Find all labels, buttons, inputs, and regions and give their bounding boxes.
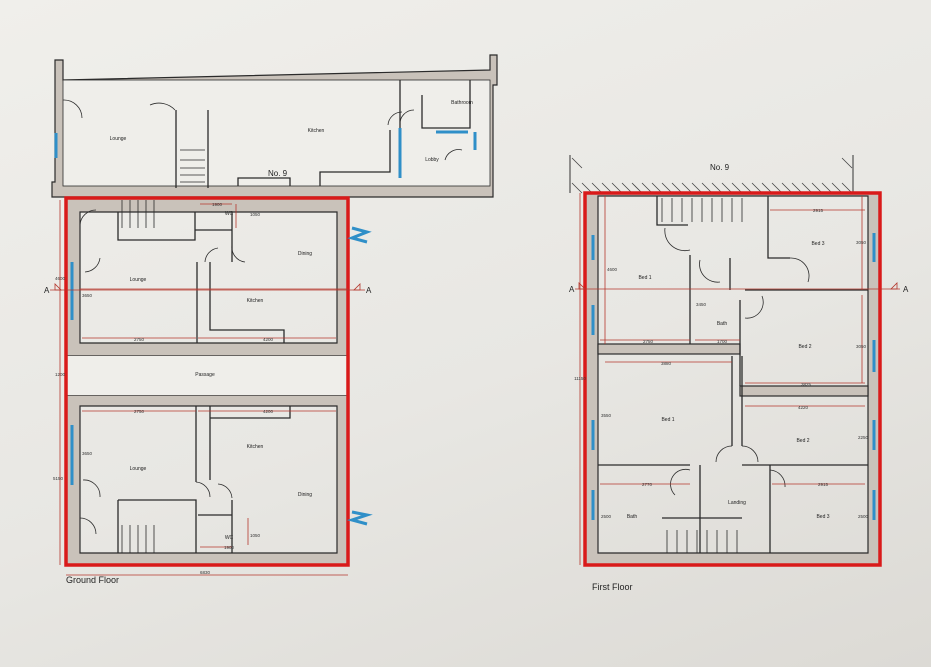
ff-bed1-bottom-height: 3550 (601, 413, 612, 418)
neighbour-ground-plan: Lounge Kitchen Bathroom Lobby No. 9 (51, 54, 498, 198)
ff-bed3-bottom-label: Bed 3 (816, 514, 829, 520)
ff-bath-bottom-height: 2500 (601, 514, 612, 519)
section-marker-left: A (44, 286, 50, 295)
gf-upper-kitchen-label: Kitchen (247, 298, 264, 304)
section-marker-right: A (366, 286, 372, 295)
ff-bed1-top-label: Bed 1 (638, 275, 651, 281)
first-floor-title: First Floor (592, 582, 633, 592)
first-floor-plan: No. 9 4600 2750 1700 3450 2915 (569, 155, 909, 592)
gf-lower-wc-label: WC (225, 535, 234, 541)
ff-neighbour-label: No. 9 (710, 163, 730, 172)
ff-bed1-top-width: 2750 (643, 339, 654, 344)
ff-overall-height: 11150 (574, 376, 586, 381)
ff-bed1-bottom-width: 3880 (661, 361, 672, 366)
ff-bed2-top-label: Bed 2 (798, 344, 811, 350)
passage-label: Passage (195, 372, 215, 378)
ground-floor-boundary (64, 196, 350, 567)
ff-bed3-top-label: Bed 3 (811, 241, 824, 247)
ff-bed2-top-width: 3825 (801, 382, 812, 387)
ff-bed2-top-height: 3050 (856, 344, 867, 349)
ff-section-marker-right: A (903, 285, 909, 294)
ff-bed3-top-height: 3050 (856, 240, 867, 245)
ff-bed2-bottom-height: 2250 (858, 435, 869, 440)
gf-upper-lounge-label: Lounge (130, 277, 147, 283)
gf-upper-wc-height: 1050 (250, 212, 261, 217)
neighbour-kitchen-label: Kitchen (308, 128, 325, 134)
ff-bed1-top-height: 4600 (607, 267, 618, 272)
gf-lower-kitchen-width: 4200 (263, 409, 274, 414)
neighbour-bathroom-label: Bathroom (451, 100, 473, 106)
ff-section-marker-left: A (569, 285, 575, 294)
ff-bath-top-height: 3450 (696, 302, 707, 307)
ff-bath-top-label: Bath (717, 321, 728, 327)
gf-lower-kitchen-label: Kitchen (247, 444, 264, 450)
ff-landing-label: Landing (728, 500, 746, 506)
ground-floor-title: Ground Floor (66, 575, 119, 585)
gf-upper-wc-width: 1900 (212, 202, 223, 207)
gf-lower-lounge-height: 3650 (82, 451, 93, 456)
ff-bed2-bottom-width: 4220 (798, 405, 809, 410)
party-wall-hatch (571, 157, 853, 194)
gf-overall-width: 6830 (200, 570, 211, 575)
gf-upper-kitchen-width: 4200 (263, 337, 274, 342)
ff-bath-bottom-label: Bath (627, 514, 638, 520)
gf-lower-wc-height: 1050 (250, 533, 261, 538)
gf-lower-wc-width: 1900 (224, 545, 235, 550)
ff-bed3-bottom-width: 2915 (818, 482, 829, 487)
ff-bed3-bottom-height: 2500 (858, 514, 869, 519)
ff-bed3-top-width: 2915 (813, 208, 824, 213)
gf-upper-lounge-height: 3650 (82, 293, 93, 298)
gf-upper-dining-label: Dining (298, 251, 312, 257)
gf-lower-lounge-label: Lounge (130, 466, 147, 472)
gf-lower-dining-label: Dining (298, 492, 312, 498)
neighbour-lounge-label: Lounge (110, 136, 127, 142)
ground-floor-plan: 2750 4200 1900 1050 3650 4600 Lounge Kit… (44, 196, 373, 585)
first-floor-boundary (583, 191, 882, 567)
ff-bed2-bottom-label: Bed 2 (796, 438, 809, 444)
gf-lower-lounge-width: 2750 (134, 409, 145, 414)
ff-bath-bottom-width: 2770 (642, 482, 653, 487)
neighbour-number-label: No. 9 (268, 169, 288, 178)
ff-bed1-bottom-label: Bed 1 (661, 417, 674, 423)
neighbour-lobby-label: Lobby (425, 157, 439, 163)
gf-lower-height-left: 5150 (53, 476, 64, 481)
ff-bath-top-width: 1700 (717, 339, 728, 344)
gf-upper-lounge-width: 2750 (134, 337, 145, 342)
gf-upper-wc-label: WC (225, 211, 234, 217)
